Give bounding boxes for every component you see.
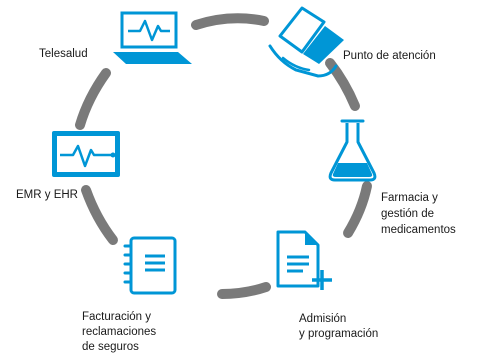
point-of-care-tablet-icon <box>268 6 344 78</box>
label-admision-line-2: y programación <box>299 328 379 340</box>
label-admision-line-1: Admisión <box>299 313 347 325</box>
ring-segment-top-right <box>325 58 360 111</box>
cycle-ring <box>75 13 372 299</box>
label-punto-de-atencion: Punto de atención <box>343 50 436 62</box>
label-farmacia-line-1: Farmacia y <box>381 192 438 204</box>
emr-monitor-icon <box>52 131 120 177</box>
ring-segment-bottom-left <box>81 185 118 245</box>
ring-segment-bottom <box>217 282 271 299</box>
admission-document-icon <box>276 230 332 290</box>
label-farmacia-line-2: gestión de <box>381 208 435 220</box>
ring-segment-left <box>75 68 111 130</box>
billing-document-icon <box>123 236 177 295</box>
label-facturacion-line-1: Facturación y <box>82 311 152 323</box>
pharmacy-flask-icon <box>328 119 377 182</box>
ring-segment-right <box>343 181 372 238</box>
label-telesalud: Telesalud <box>39 48 88 60</box>
label-facturacion-line-2: reclamaciones <box>82 326 157 338</box>
telehealth-laptop-icon <box>113 11 192 64</box>
label-farmacia-line-3: medicamentos <box>381 224 456 236</box>
label-emr-ehr: EMR y EHR <box>16 189 78 201</box>
label-facturacion-line-3: de seguros <box>82 341 139 353</box>
ring-segment-top <box>191 13 269 30</box>
